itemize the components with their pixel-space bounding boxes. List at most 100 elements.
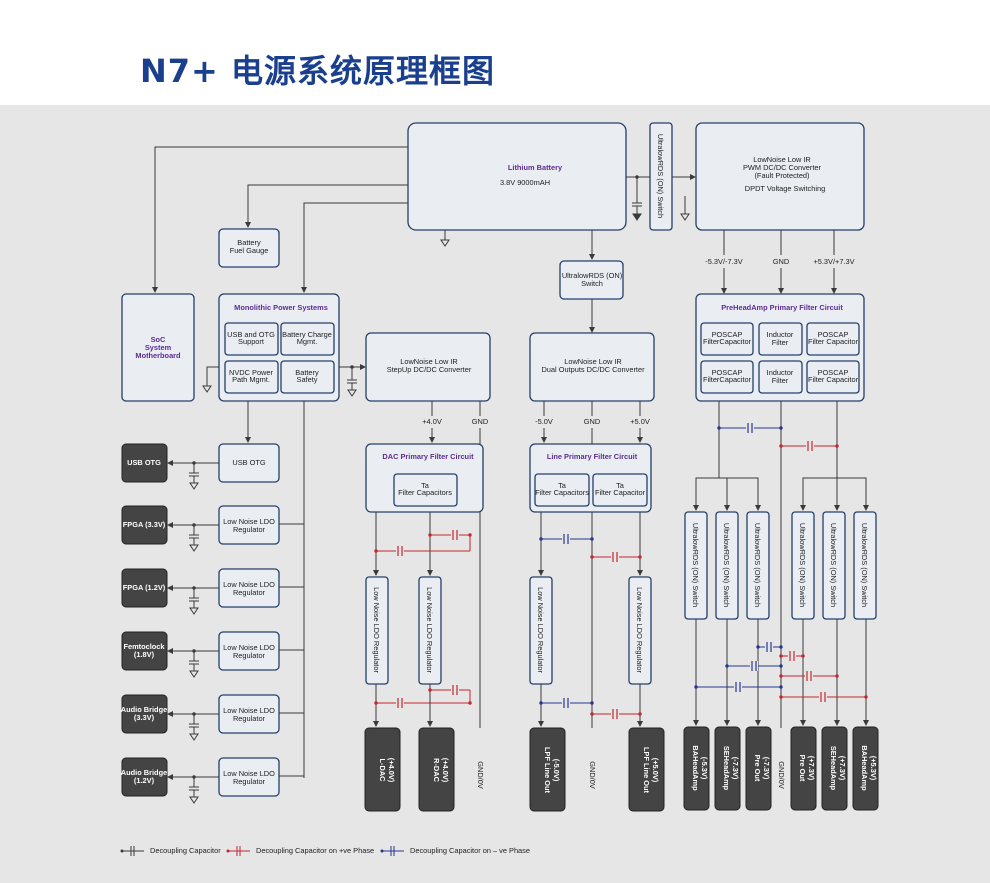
svg-text:LowNoise Low IR: LowNoise Low IR xyxy=(564,357,622,366)
page-title: N7+ 电源系统原理框图 xyxy=(140,52,496,90)
svg-text:UltralowRDS (ON) Switch: UltralowRDS (ON) Switch xyxy=(798,523,807,607)
line-filter-block: Line Primary Filter Circuit Ta Filter Ca… xyxy=(529,443,652,513)
svg-text:Low Noise LDO: Low Noise LDO xyxy=(223,517,275,526)
junction-dot xyxy=(779,645,783,649)
dac-filter-block: DAC Primary Filter Circuit Ta Filter Cap… xyxy=(365,443,484,513)
svg-text:Path Mgmt.: Path Mgmt. xyxy=(232,375,270,384)
junction-dot xyxy=(590,555,594,559)
svg-text:UltralowRDS (ON) Switch: UltralowRDS (ON) Switch xyxy=(860,523,869,607)
svg-text:Ta: Ta xyxy=(558,481,567,490)
ground-icon xyxy=(189,607,199,615)
audio-bridge-33-load: Audio Bridge(3.3V) xyxy=(121,694,168,734)
mid-rds-switch-block: UltralowRDS (ON) Switch xyxy=(559,260,624,300)
junction-dot xyxy=(756,645,760,649)
stepup-converter-block: LowNoise Low IR StepUp DC/DC Converter xyxy=(365,332,491,402)
capacitor-icon xyxy=(451,685,459,695)
r-dac-output: R-DAC (+4.0V) xyxy=(418,727,455,812)
svg-text:-5.0V: -5.0V xyxy=(535,417,553,426)
mps-title: Monolithic Power Systems xyxy=(234,303,328,312)
dual-output-converter-block: LowNoise Low IR Dual Outputs DC/DC Conve… xyxy=(529,332,655,402)
capacitor-icon xyxy=(734,682,742,692)
junction-dot xyxy=(835,444,839,448)
arrow-left-icon xyxy=(167,460,173,466)
junction-dot xyxy=(779,444,783,448)
line-gnd-label: GND/0V xyxy=(588,761,597,789)
se-headamp-pos: SEHeadAmp(+7.3V) xyxy=(821,726,848,811)
legend-red: Decoupling Capacitor on +ve Phase xyxy=(256,846,374,855)
ground-icon xyxy=(189,796,199,804)
svg-text:Battery: Battery xyxy=(237,238,261,247)
junction-dot xyxy=(779,426,783,430)
junction-dot xyxy=(374,701,378,705)
svg-text:NVDC Power: NVDC Power xyxy=(229,368,273,377)
pre-out-neg: Pre Out(-7.3V) xyxy=(745,726,772,811)
capacitor-icon xyxy=(396,698,404,708)
svg-text:Low Noise LDO: Low Noise LDO xyxy=(223,706,275,715)
arrow-left-icon xyxy=(167,711,173,717)
junction-dot xyxy=(468,701,472,705)
legend: Decoupling Capacitor Decoupling Capacito… xyxy=(120,846,530,856)
pwm-out-neg: -5.3V/-7.3V xyxy=(705,257,742,266)
junction-dot xyxy=(864,695,868,699)
svg-text:USB OTG: USB OTG xyxy=(232,458,266,467)
junction-dot xyxy=(779,664,783,668)
svg-text:(+4.0V): (+4.0V) xyxy=(387,758,396,783)
svg-text:Regulator: Regulator xyxy=(233,777,266,786)
svg-text:BAHeadAmp: BAHeadAmp xyxy=(860,745,869,791)
svg-text:(+7.3V): (+7.3V) xyxy=(807,756,816,781)
svg-text:Battery: Battery xyxy=(295,368,319,377)
capacitor-icon xyxy=(746,423,754,433)
junction-dot xyxy=(539,537,543,541)
amp-gnd-label: GND/0V xyxy=(777,761,786,789)
junction-dot xyxy=(590,712,594,716)
svg-text:Low Noise LDO Regulator: Low Noise LDO Regulator xyxy=(536,587,545,673)
svg-text:Audio Bridge: Audio Bridge xyxy=(121,768,167,777)
arrow-left-icon xyxy=(167,585,173,591)
junction-dot xyxy=(779,695,783,699)
junction-dot xyxy=(717,426,721,430)
svg-text:Filter Capacitor: Filter Capacitor xyxy=(595,488,646,497)
svg-text:Filter: Filter xyxy=(772,376,789,385)
svg-text:(-5.0V): (-5.0V) xyxy=(552,759,561,782)
capacitor-icon xyxy=(562,698,570,708)
svg-text:USB OTG: USB OTG xyxy=(127,458,161,467)
svg-text:SEHeadAmp: SEHeadAmp xyxy=(722,746,731,791)
lpf-line-out-neg: LPF Line Out (-5.0V) xyxy=(529,727,566,812)
svg-text:Support: Support xyxy=(238,337,264,346)
rds-switch-v1: UltralowRDS (ON) Switch xyxy=(684,511,708,620)
arrow-left-icon xyxy=(167,648,173,654)
svg-text:(1.2V): (1.2V) xyxy=(134,776,155,785)
monolithic-power-systems-block: Monolithic Power Systems USB and OTG Sup… xyxy=(218,293,340,402)
svg-text:BAHeadAmp: BAHeadAmp xyxy=(691,745,700,791)
arrow-left-icon xyxy=(167,774,173,780)
svg-text:Battery Charge: Battery Charge xyxy=(282,330,332,339)
svg-text:Mgmt.: Mgmt. xyxy=(297,337,318,346)
rds-switch-v4: UltralowRDS (ON) Switch xyxy=(791,511,815,620)
junction-dot xyxy=(638,555,642,559)
svg-text:UltralowRDS (ON) Switch: UltralowRDS (ON) Switch xyxy=(691,523,700,607)
svg-text:Low Noise LDO Regulator: Low Noise LDO Regulator xyxy=(425,587,434,673)
capacitor-icon xyxy=(819,692,827,702)
ba-headamp-pos: BAHeadAmp(+5.3V) xyxy=(852,726,879,811)
pre-out-pos: Pre Out(+7.3V) xyxy=(790,726,817,811)
junction-dot xyxy=(374,549,378,553)
lithium-battery-block: Lithium Battery 3.8V 9000mAH xyxy=(407,122,627,231)
l-dac-output: L-DAC (+4.0V) xyxy=(364,727,401,812)
capacitor-icon xyxy=(611,552,619,562)
svg-text:POSCAP: POSCAP xyxy=(712,368,743,377)
audio-bridge-12-load: Audio Bridge(1.2V) xyxy=(121,757,168,797)
junction-dot xyxy=(694,685,698,689)
femtoclock-load: Femtoclock(1.8V) xyxy=(121,631,168,671)
svg-text:Inductor: Inductor xyxy=(767,368,794,377)
capacitor-symbols xyxy=(374,423,868,719)
capacitor-icon xyxy=(806,441,814,451)
svg-text:GND: GND xyxy=(584,417,600,426)
junction-dot xyxy=(779,674,783,678)
junction-dot xyxy=(428,533,432,537)
pwm-out-pos: +5.3V/+7.3V xyxy=(813,257,854,266)
rds-switch-v2: UltralowRDS (ON) Switch xyxy=(715,511,739,620)
svg-text:Low Noise LDO Regulator: Low Noise LDO Regulator xyxy=(372,587,381,673)
capacitor-icon xyxy=(396,546,404,556)
